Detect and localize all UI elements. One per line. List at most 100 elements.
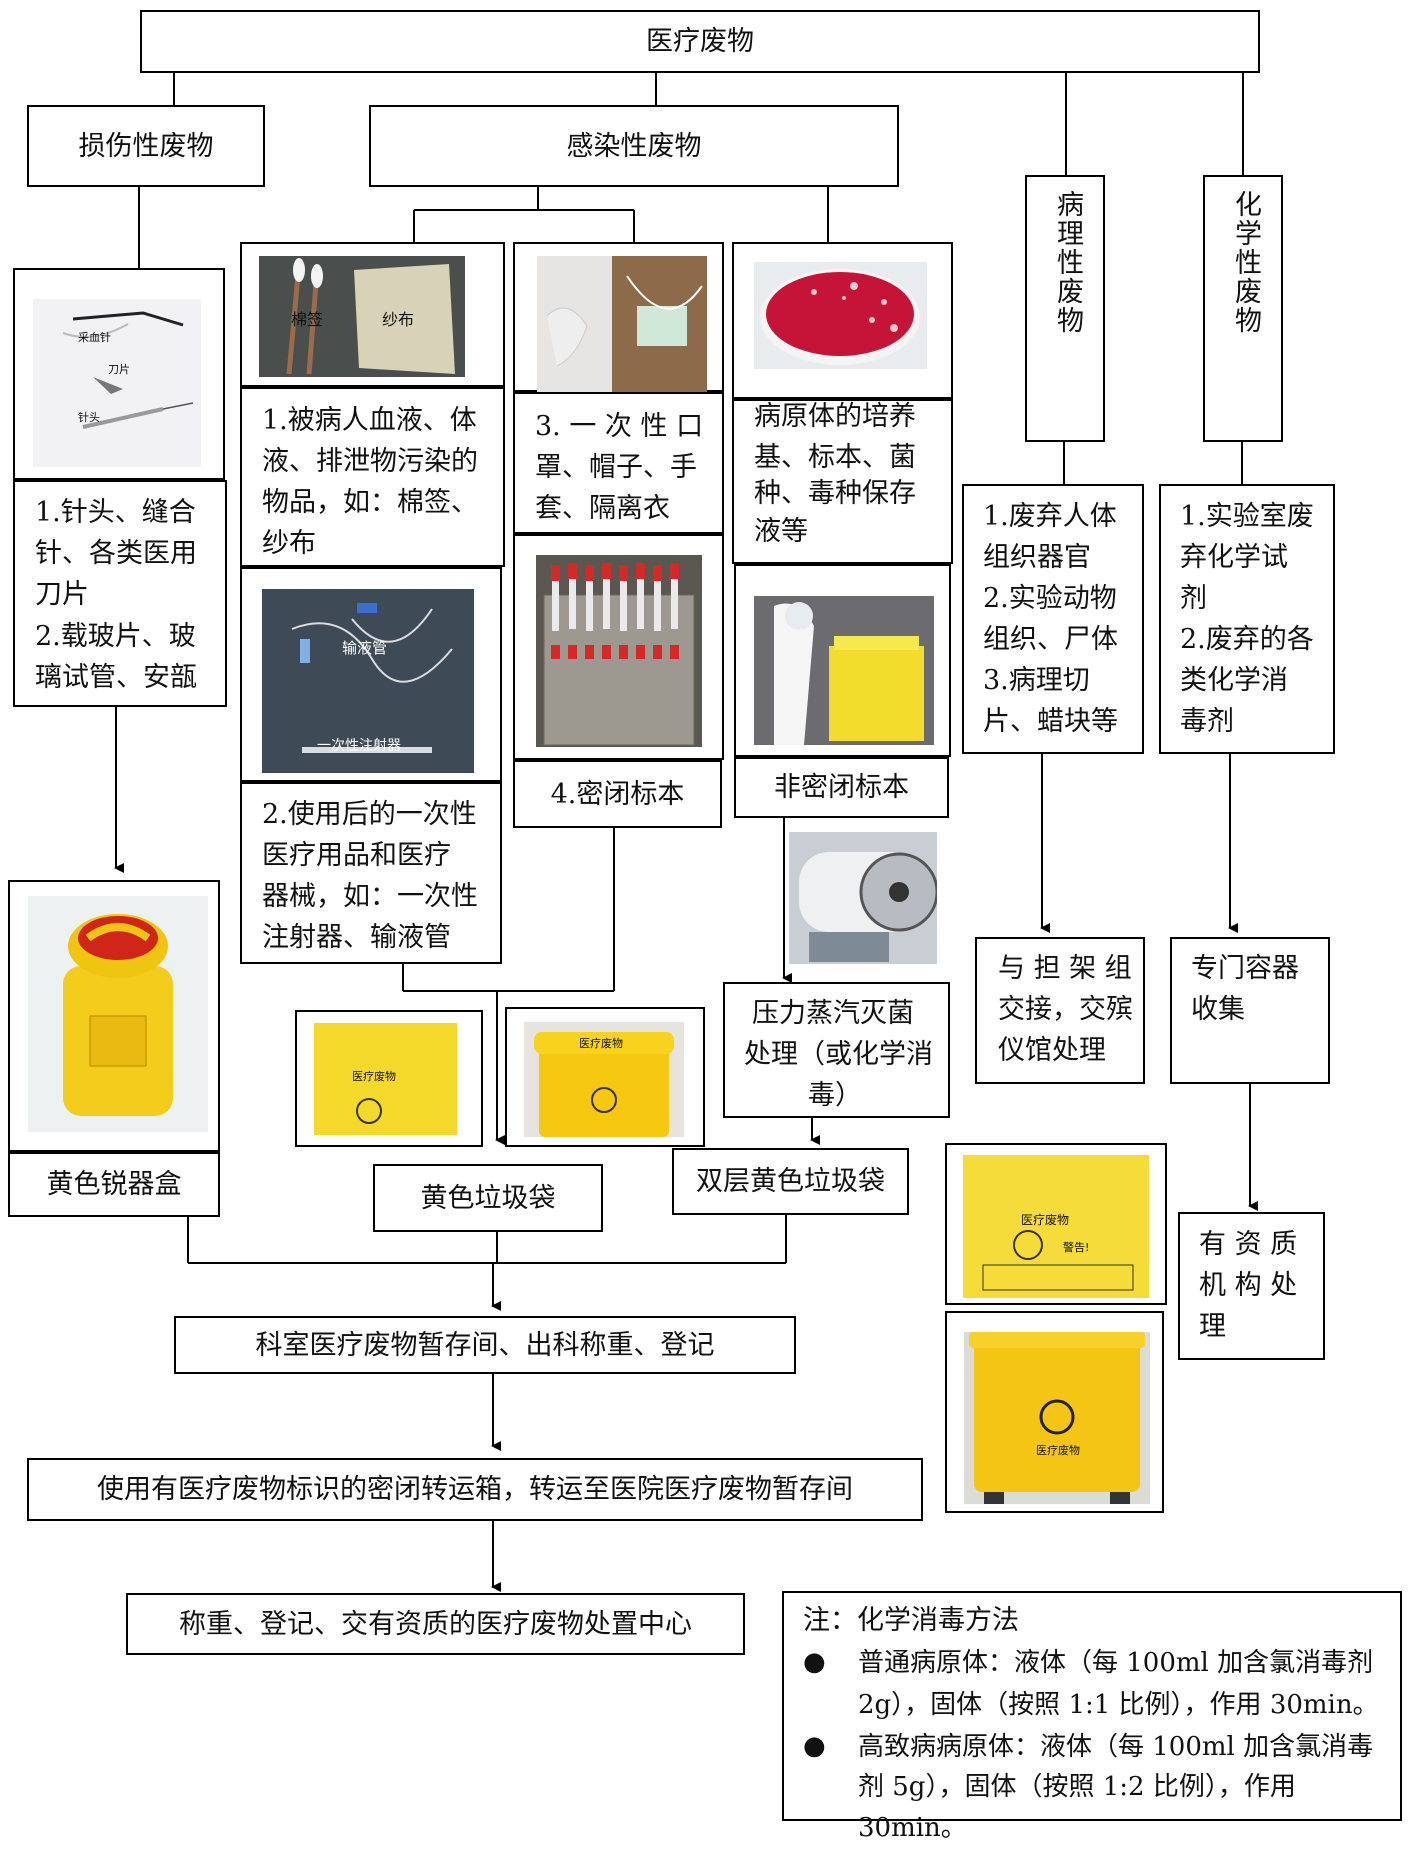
infectious-item4-photo [536, 555, 702, 747]
culture-desc-line-3: 种、毒种保存 [754, 478, 916, 509]
infectious-item1-desc-line-3: 物品，如：棉签、 [262, 487, 478, 518]
chemical-desc-line-6: 毒剂 [1180, 706, 1234, 737]
infectious-item2-desc-line-2: 医疗用品和医疗 [262, 840, 451, 871]
chemical-collect-line-1: 专门容器 [1191, 953, 1299, 984]
sharps-desc-line-1: 1.针头、缝合 [35, 497, 196, 528]
category-sharps-box [27, 105, 265, 187]
category-chemical-box [1203, 175, 1283, 442]
infectious-item1-photo: 棉签 纱布 [259, 256, 465, 377]
culture-desc-box [732, 399, 953, 564]
infectious-item2-desc-line-1: 2.使用后的一次性 [262, 799, 477, 830]
chemical-desc-line-3: 剂 [1180, 583, 1207, 614]
chemical-bag-photo-warning: 警告! [1063, 1241, 1090, 1254]
chemical-bin-photo: 医疗废物 [964, 1332, 1150, 1504]
infectious-item2-desc-line-4: 注射器、输液管 [262, 922, 451, 953]
chemical-qualified-line-2: 机 构 处 [1199, 1270, 1298, 1301]
flow-step1-box [174, 1316, 796, 1374]
note-bullet-1-line-2: 2g），固体（按照 1:1 比例），作用 30min。 [858, 1690, 1379, 1720]
pathological-handling-line-1: 与 担 架 组 [998, 953, 1132, 984]
sharps-desc-line-4: 2.载玻片、玻 [35, 621, 196, 652]
chemical-collect-line-2: 收集 [1191, 994, 1245, 1025]
note-bullet-2-dot: ● [803, 1731, 826, 1761]
category-pathological-box [1025, 175, 1105, 442]
category-infectious-box [369, 105, 899, 187]
infectious-item2-photo: 输液管 一次性注射器 [262, 589, 474, 773]
infectious-item1-desc-box [240, 387, 505, 567]
yellow-bag-photo: 医疗废物 [314, 1023, 457, 1135]
chemical-desc-line-5: 类化学消 [1180, 665, 1288, 696]
infectious-item2-desc-box [240, 782, 502, 964]
yellow-bag-label: 黄色垃圾袋 [420, 1182, 556, 1214]
root-title: 医疗废物 [646, 26, 754, 57]
infectious-item2-photo-label-1: 输液管 [342, 639, 388, 657]
infectious-item1-desc-line-4: 纱布 [262, 528, 316, 559]
sharps-container-label: 黄色锐器盒 [46, 1169, 182, 1200]
pathological-handling-box [975, 937, 1145, 1084]
pathological-handling-line-3: 仪馆处理 [998, 1035, 1106, 1066]
root-box [140, 10, 1260, 73]
sharps-photo-label-1: 采血针 [78, 331, 111, 344]
flow-step1-label: 科室医疗废物暂存间、出科称重、登记 [255, 1329, 715, 1361]
flow-step2-box [27, 1458, 923, 1521]
chemical-bag-photo: 医疗废物 警告! [963, 1155, 1149, 1298]
yellow-bag-label-box [373, 1164, 603, 1232]
note-bullet-1-dot: ● [803, 1647, 826, 1677]
note-bullet-2-line-1: 高致病病原体：液体（每 100ml 加含氯消毒 [858, 1732, 1374, 1762]
infectious-item3-desc-line-2: 罩、帽子、手 [535, 452, 697, 483]
connector-lines [114, 73, 1258, 1592]
sterilize-line-2: 处理（或化学消 [744, 1039, 933, 1070]
culture-desc-line-1: 病原体的培养 [754, 401, 916, 432]
chemical-desc-line-2: 弃化学试 [1180, 542, 1288, 573]
infectious-item3-desc-line-3: 套、隔离衣 [535, 493, 670, 524]
infectious-item1-desc-line-1: 1.被病人血液、体 [262, 405, 477, 436]
culture-desc-line-2: 基、标本、菌 [754, 442, 916, 473]
sharps-container-label-box [8, 1152, 220, 1217]
infectious-item1-photo-label-2: 纱布 [382, 310, 415, 329]
flow-step3-box [126, 1593, 745, 1655]
pathological-handling-line-2: 交接，交殡 [998, 994, 1133, 1025]
sharps-photo-label-2: 刀片 [108, 363, 130, 376]
infectious-item4-label-box [513, 760, 722, 828]
sharps-container-photo [28, 896, 208, 1132]
infectious-item4-label: 4.密闭标本 [550, 778, 685, 810]
category-infectious-label: 感染性废物 [566, 130, 702, 162]
infectious-item2-photo-label-2: 一次性注射器 [317, 738, 401, 754]
sharps-desc-line-5: 璃试管、安瓿 [35, 662, 197, 693]
chemical-qualified-line-1: 有 资 质 [1199, 1229, 1298, 1260]
chemical-qualified-line-3: 理 [1199, 1311, 1226, 1342]
infectious-item2-desc-line-3: 器械，如：一次性 [262, 881, 478, 912]
note-bullet-1-line-1: 普通病原体：液体（每 100ml 加含氯消毒剂 [858, 1648, 1374, 1678]
note-bullet-2-line-2: 剂 5g），固体（按照 1:2 比例），作用 30min。 [858, 1772, 1296, 1843]
chemical-bag-photo-text: 医疗废物 [1021, 1213, 1070, 1227]
sharps-desc-line-3: 刀片 [35, 579, 89, 610]
category-pathological-label: 病理性废物 [1052, 190, 1083, 335]
nonsealed-label-box [734, 757, 949, 818]
note-box [782, 1591, 1402, 1821]
infectious-item1-desc-line-2: 液、排泄物污染的 [262, 446, 478, 477]
infectious-item3-photo [537, 256, 707, 392]
yellow-bin-photo: 医疗废物 [524, 1022, 684, 1137]
yellow-bin-photo-text: 医疗废物 [579, 1037, 623, 1050]
pathological-desc-line-5: 3.病理切 [983, 665, 1090, 696]
chemical-desc-box [1159, 484, 1335, 754]
flow-step2-label: 使用有医疗废物标识的密闭转运箱，转运至医院医疗废物暂存间 [97, 1474, 853, 1505]
double-bag-label-box [672, 1148, 909, 1215]
sharps-photo: 采血针 刀片 针头 [33, 299, 201, 467]
infectious-item3-desc-box [513, 392, 724, 534]
chemical-desc-line-4: 2.废弃的各 [1180, 624, 1314, 655]
pathological-desc-box [962, 484, 1144, 754]
nonsealed-label: 非密闭标本 [774, 772, 909, 803]
pathological-desc-line-2: 组织器官 [983, 542, 1091, 573]
chemical-bin-photo-text: 医疗废物 [1036, 1444, 1080, 1457]
nonsealed-photo [754, 596, 934, 745]
sterilize-line-1: 压力蒸汽灭菌 [752, 998, 914, 1029]
chemical-collect-box [1170, 937, 1330, 1084]
chemical-qualified-box [1178, 1212, 1325, 1360]
sharps-photo-label-3: 针头 [78, 411, 100, 424]
double-bag-label: 双层黄色垃圾袋 [696, 1166, 885, 1197]
sharps-desc-line-2: 针、各类医用 [35, 538, 197, 569]
culture-photo [754, 262, 927, 369]
note-title: 注：化学消毒方法 [803, 1605, 1019, 1636]
pathological-desc-line-1: 1.废弃人体 [983, 501, 1117, 532]
flow-step3-label: 称重、登记、交有资质的医疗废物处置中心 [179, 1608, 692, 1640]
